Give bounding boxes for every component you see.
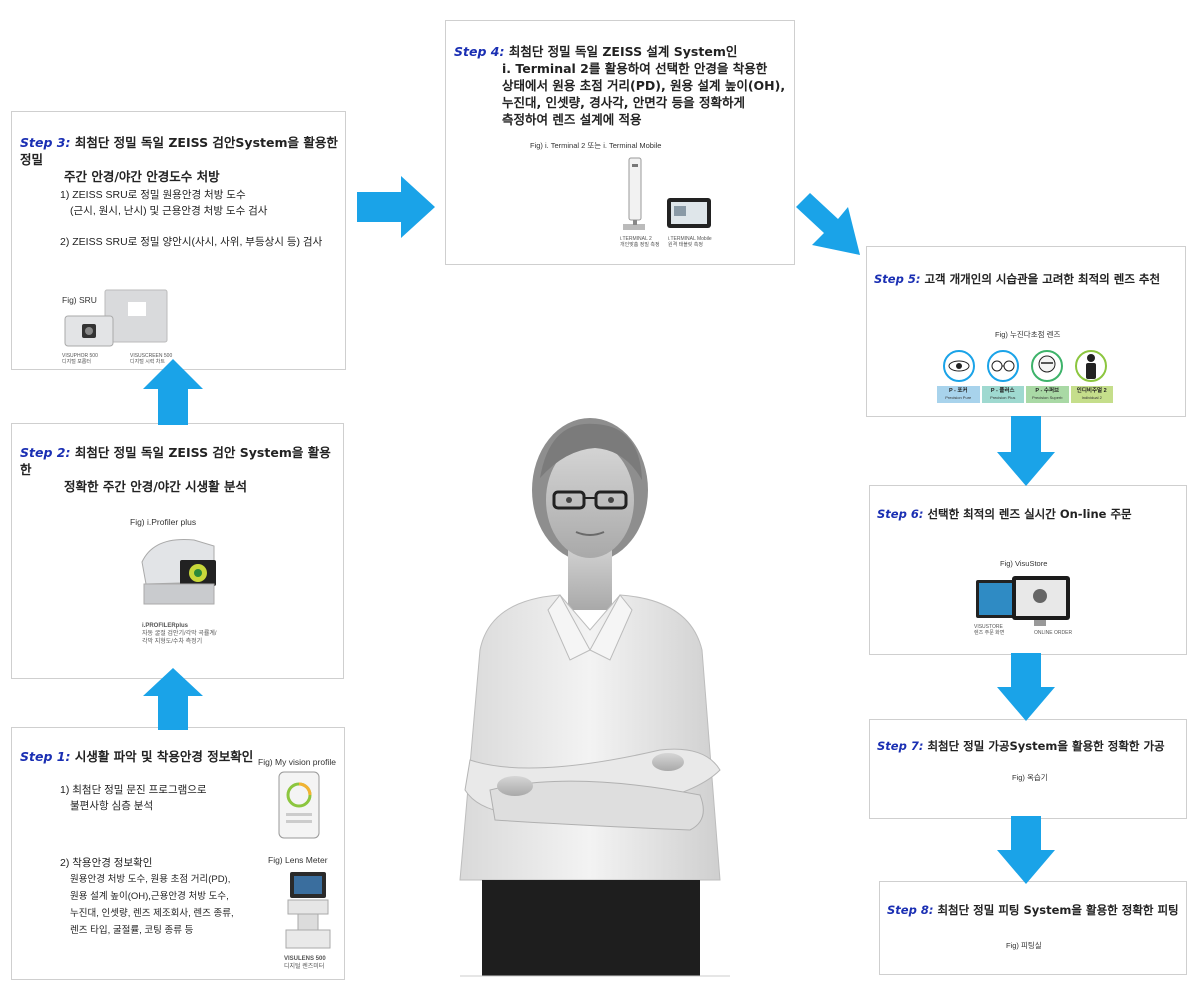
step7-box: Step 7: 최첨단 정밀 가공System을 활용한 정확한 가공 Fig)… [869, 719, 1187, 819]
woman-figure-image [459, 418, 730, 977]
person-icon [1075, 350, 1107, 382]
step1-item2: 2) 착용안경 정보확인 [60, 857, 153, 869]
step1-label: Step 1: [20, 749, 71, 764]
arrow-down-icon [997, 653, 1055, 721]
lens-label-sub: Precision Pure [945, 395, 972, 400]
step4-box: Step 4: 최첨단 정밀 독일 ZEISS 설계 System인 i. Te… [445, 20, 795, 265]
step2-label: Step 2: [20, 445, 71, 460]
step5-box: Step 5: 고객 개개인의 시습관을 고려한 최적의 렌즈 추천 Fig) … [866, 246, 1186, 417]
step5-title: Step 5: 고객 개개인의 시습관을 고려한 최적의 렌즈 추천 [874, 272, 1161, 286]
step2-fig: Fig) i.Profiler plus [130, 517, 197, 527]
lens-label-name: P - 포커 [948, 388, 968, 394]
step4-cap-b: i.TERMINAL Mobile 원격 태블릿 측정 [668, 236, 712, 248]
step8-fig: Fig) 피팅실 [1006, 941, 1042, 950]
lens-label-sub: Precision Plus [990, 395, 1016, 400]
step4-fig: Fig) i. Terminal 2 또는 i. Terminal Mobile [530, 141, 662, 150]
step6-cap-b: ONLINE ORDER [1034, 630, 1073, 636]
lens-label-sub: Precision Superb [1032, 395, 1063, 400]
lens-label-name: P - 수퍼브 [1035, 388, 1060, 394]
visustore-screens-image [976, 576, 1070, 626]
step2-title: Step 2: 최첨단 정밀 독일 ZEISS 검안 System을 활용한 정… [20, 445, 331, 494]
step5-label: Step 5: [874, 272, 921, 286]
arrow-up-icon [143, 359, 203, 425]
step7-title: Step 7: 최첨단 정밀 가공System을 활용한 정확한 가공 [877, 739, 1165, 753]
arrow-right-icon [357, 176, 435, 238]
sru-device-image [64, 289, 168, 347]
my-vision-profile-phone-image [278, 771, 320, 839]
arrow-down-icon [997, 416, 1055, 486]
step3-fig: Fig) SRU [62, 295, 97, 305]
step8-label: Step 8: [887, 903, 934, 917]
step1-title: Step 1: 시생활 파악 및 착용안경 정보확인 [20, 749, 254, 764]
step4-label: Step 4: [454, 44, 505, 59]
eye-icon [943, 350, 975, 382]
step1-item1: 1) 최첨단 정밀 문진 프로그램으로 불편사항 심층 분석 [60, 784, 207, 812]
step5-fig: Fig) 누진다초점 렌즈 [995, 330, 1061, 339]
step4-title: Step 4: 최첨단 정밀 독일 ZEISS 설계 System인 i. Te… [454, 44, 786, 127]
step7-label: Step 7: [877, 739, 924, 753]
step8-title: Step 8: 최첨단 정밀 피팅 System을 활용한 정확한 피팅 [887, 903, 1179, 917]
step3-box: Step 3: 최첨단 정밀 독일 ZEISS 검안System을 활용한 정밀… [11, 111, 346, 370]
step2-caption: i.PROFILERplus 자동 굴절 검안기/각막 곡률계/ 각막 지형도/… [142, 623, 217, 645]
step3-cap-b: VISUSCREEN 500 디지털 시력 차트 [130, 353, 173, 365]
lens-label-name: 인디비주얼 2 [1076, 388, 1107, 394]
glasses-icon [987, 350, 1019, 382]
step6-fig: Fig) VisuStore [1000, 559, 1048, 568]
step3-title: Step 3: 최첨단 정밀 독일 ZEISS 검안System을 활용한 정밀… [20, 135, 338, 184]
step4-cap-a: i.TERMINAL 2 개인맞춤 정밀 측정 [620, 236, 660, 248]
step6-title: Step 6: 선택한 최적의 렌즈 실시간 On-line 주문 [877, 507, 1132, 521]
iprofiler-device-image [141, 538, 216, 605]
step3-item1: 1) ZEISS SRU로 정밀 원용안경 처방 도수 (근시, 원시, 난시)… [60, 189, 268, 217]
step1-fig2: Fig) Lens Meter [268, 855, 328, 865]
step7-fig: Fig) 옥습기 [1012, 773, 1048, 782]
lens-meter-device-image [285, 872, 331, 949]
arrow-down-icon [997, 816, 1055, 884]
step3-label: Step 3: [20, 135, 71, 150]
step2-box: Step 2: 최첨단 정밀 독일 ZEISS 검안 System을 활용한 정… [11, 423, 344, 679]
i-terminal-mobile-tablet-image [667, 198, 711, 228]
step6-cap-a: VISUSTORE 렌즈 주문 화면 [974, 624, 1005, 636]
arrow-diagonal-icon [796, 193, 860, 255]
step1-fig2-caption: VISULENS 500 디지털 렌즈미터 [284, 956, 326, 970]
lens-label-sub: Individual 2 [1081, 395, 1102, 400]
step3-item2: 2) ZEISS SRU로 정밀 양안시(사시, 사위, 부등상시 등) 검사 [60, 236, 323, 248]
step6-label: Step 6: [877, 507, 924, 521]
arrow-up-icon [143, 668, 203, 730]
i-terminal-2-device-image [623, 157, 645, 230]
lens-label-name: P - 플러스 [990, 388, 1015, 394]
step1-fig1: Fig) My vision profile [258, 757, 336, 767]
step1-box: Step 1: 시생활 파악 및 착용안경 정보확인 1) 최첨단 정밀 문진 … [11, 727, 345, 980]
step1-item2-details: 원용안경 처방 도수, 원용 초점 거리(PD), 원용 설계 높이(OH),근… [70, 874, 234, 936]
step8-box: Step 8: 최첨단 정밀 피팅 System을 활용한 정확한 피팅 Fig… [879, 881, 1187, 975]
step6-box: Step 6: 선택한 최적의 렌즈 실시간 On-line 주문 Fig) V… [869, 485, 1187, 655]
step3-cap-a: VISUPHOR 500 디지털 포롭터 [62, 353, 98, 365]
face-icon [1031, 350, 1063, 382]
